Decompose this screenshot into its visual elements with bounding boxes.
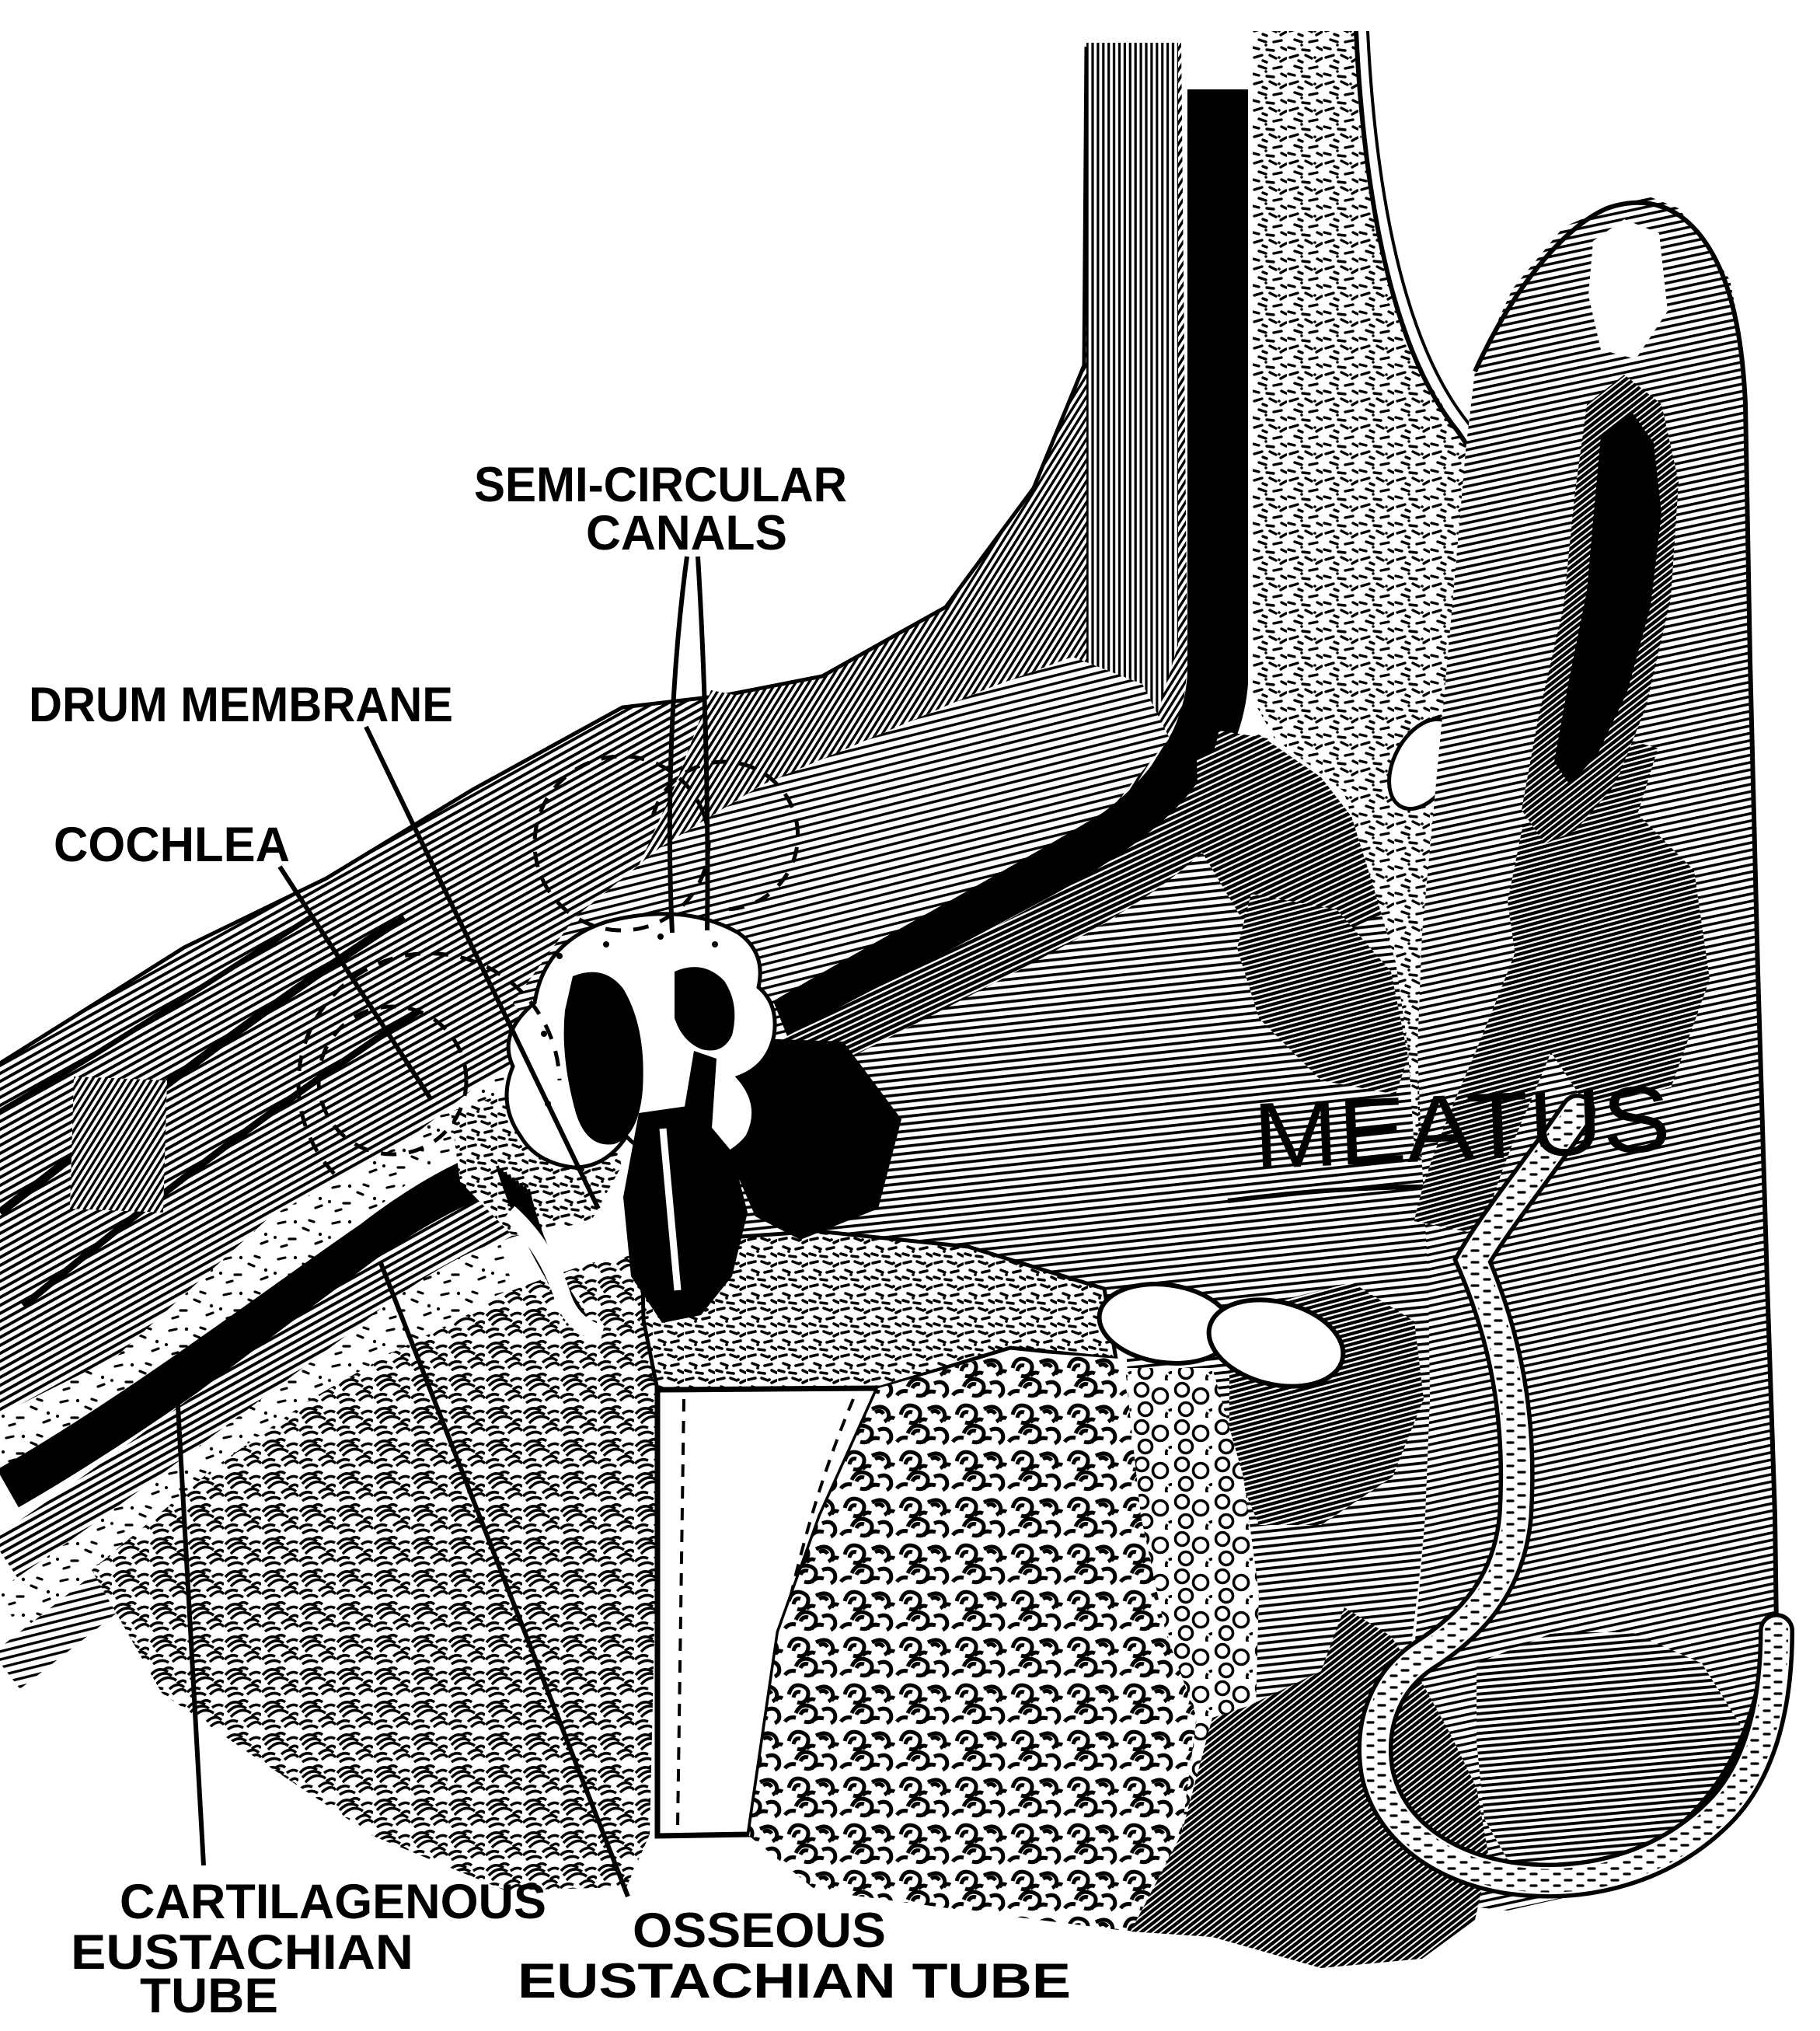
svg-text:TUBE: TUBE	[140, 1969, 278, 2023]
svg-text:OSSEOUS: OSSEOUS	[633, 1904, 886, 1958]
svg-text:EUSTACHIAN: EUSTACHIAN	[71, 1925, 413, 1980]
svg-text:CARTILAGENOUS: CARTILAGENOUS	[120, 1875, 546, 1929]
svg-text:EUSTACHIAN TUBE: EUSTACHIAN TUBE	[518, 1954, 1071, 2008]
svg-text:COCHLEA: COCHLEA	[54, 818, 290, 872]
svg-text:MEATUS: MEATUS	[1251, 1065, 1672, 1188]
svg-text:DRUM MEMBRANE: DRUM MEMBRANE	[29, 678, 453, 732]
svg-text:SEMI-CIRCULAR: SEMI-CIRCULAR	[474, 458, 847, 512]
svg-text:CANALS: CANALS	[586, 506, 787, 560]
